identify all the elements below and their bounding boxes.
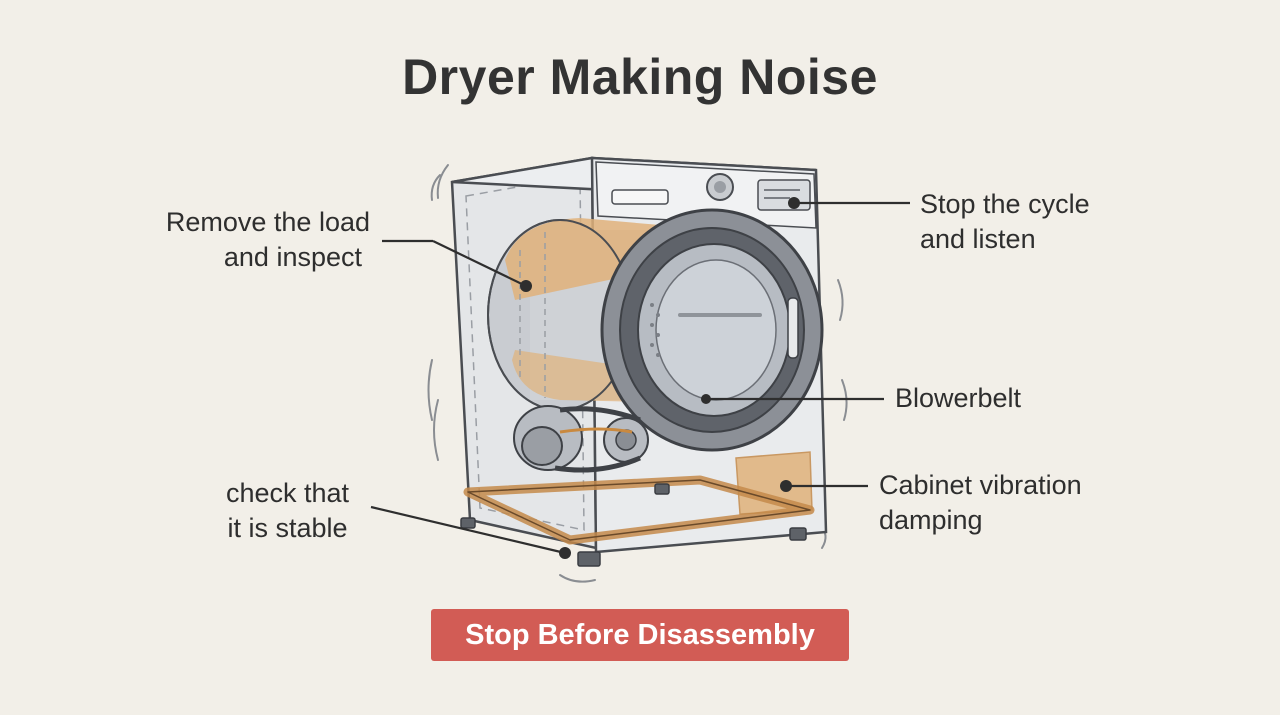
motor-assembly xyxy=(513,405,649,473)
callout-remove-load: Remove the load and inspect xyxy=(120,205,370,275)
callout-stop-cycle-line1: Stop the cycle xyxy=(920,189,1090,219)
callout-remove-load-line2: and inspect xyxy=(223,242,362,272)
base-frame xyxy=(463,475,815,545)
display-panel xyxy=(757,179,811,211)
callout-remove-load-line1: Remove the load xyxy=(165,207,370,237)
callout-check-stable-line2: it is stable xyxy=(227,513,348,543)
leader-dots xyxy=(520,197,800,559)
callout-blower-belt: Blowerbelt xyxy=(895,381,1021,416)
page-title: Dryer Making Noise xyxy=(402,49,878,105)
callout-cabinet-vibration-line2: damping xyxy=(879,505,983,535)
callout-cabinet-vibration: Cabinet vibration damping xyxy=(879,468,1082,538)
callout-cabinet-vibration-line1: Cabinet vibration xyxy=(879,470,1082,500)
warning-banner: Stop Before Disassembly xyxy=(431,609,849,661)
callout-stop-cycle-line2: and listen xyxy=(920,224,1036,254)
dryer-door xyxy=(600,208,824,452)
callout-blower-belt-line1: Blowerbelt xyxy=(895,383,1022,413)
detergent-drawer xyxy=(611,189,669,205)
dryer-feet xyxy=(460,483,807,567)
callout-check-stable: check that it is stable xyxy=(200,476,375,546)
callout-check-stable-line1: check that xyxy=(225,478,350,508)
leader-lines xyxy=(370,201,910,555)
callout-stop-cycle: Stop the cycle and listen xyxy=(920,187,1090,257)
